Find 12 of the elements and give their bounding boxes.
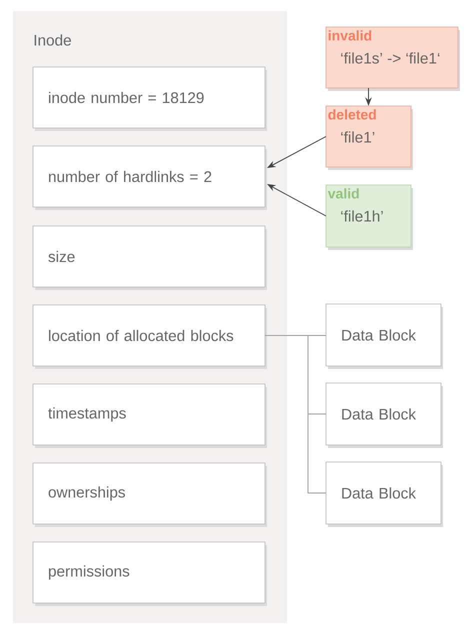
attribute-box: ownerships (32, 462, 267, 527)
data-block-box: Data Block (326, 304, 443, 369)
attribute-box: location of allocated blocks (32, 304, 267, 369)
attribute-box: timestamps (32, 384, 267, 448)
panel-title: Inode (34, 34, 71, 46)
data-block-box: Data Block (326, 382, 443, 448)
data-block-box: Data Block (326, 462, 443, 527)
attribute-box: number of hardlinks = 2 (32, 146, 267, 210)
attribute-box: permissions (32, 542, 267, 606)
attribute-box: size (32, 226, 267, 290)
attribute-box: inode number = 18129 (32, 66, 267, 131)
connector-line (264, 335, 326, 494)
